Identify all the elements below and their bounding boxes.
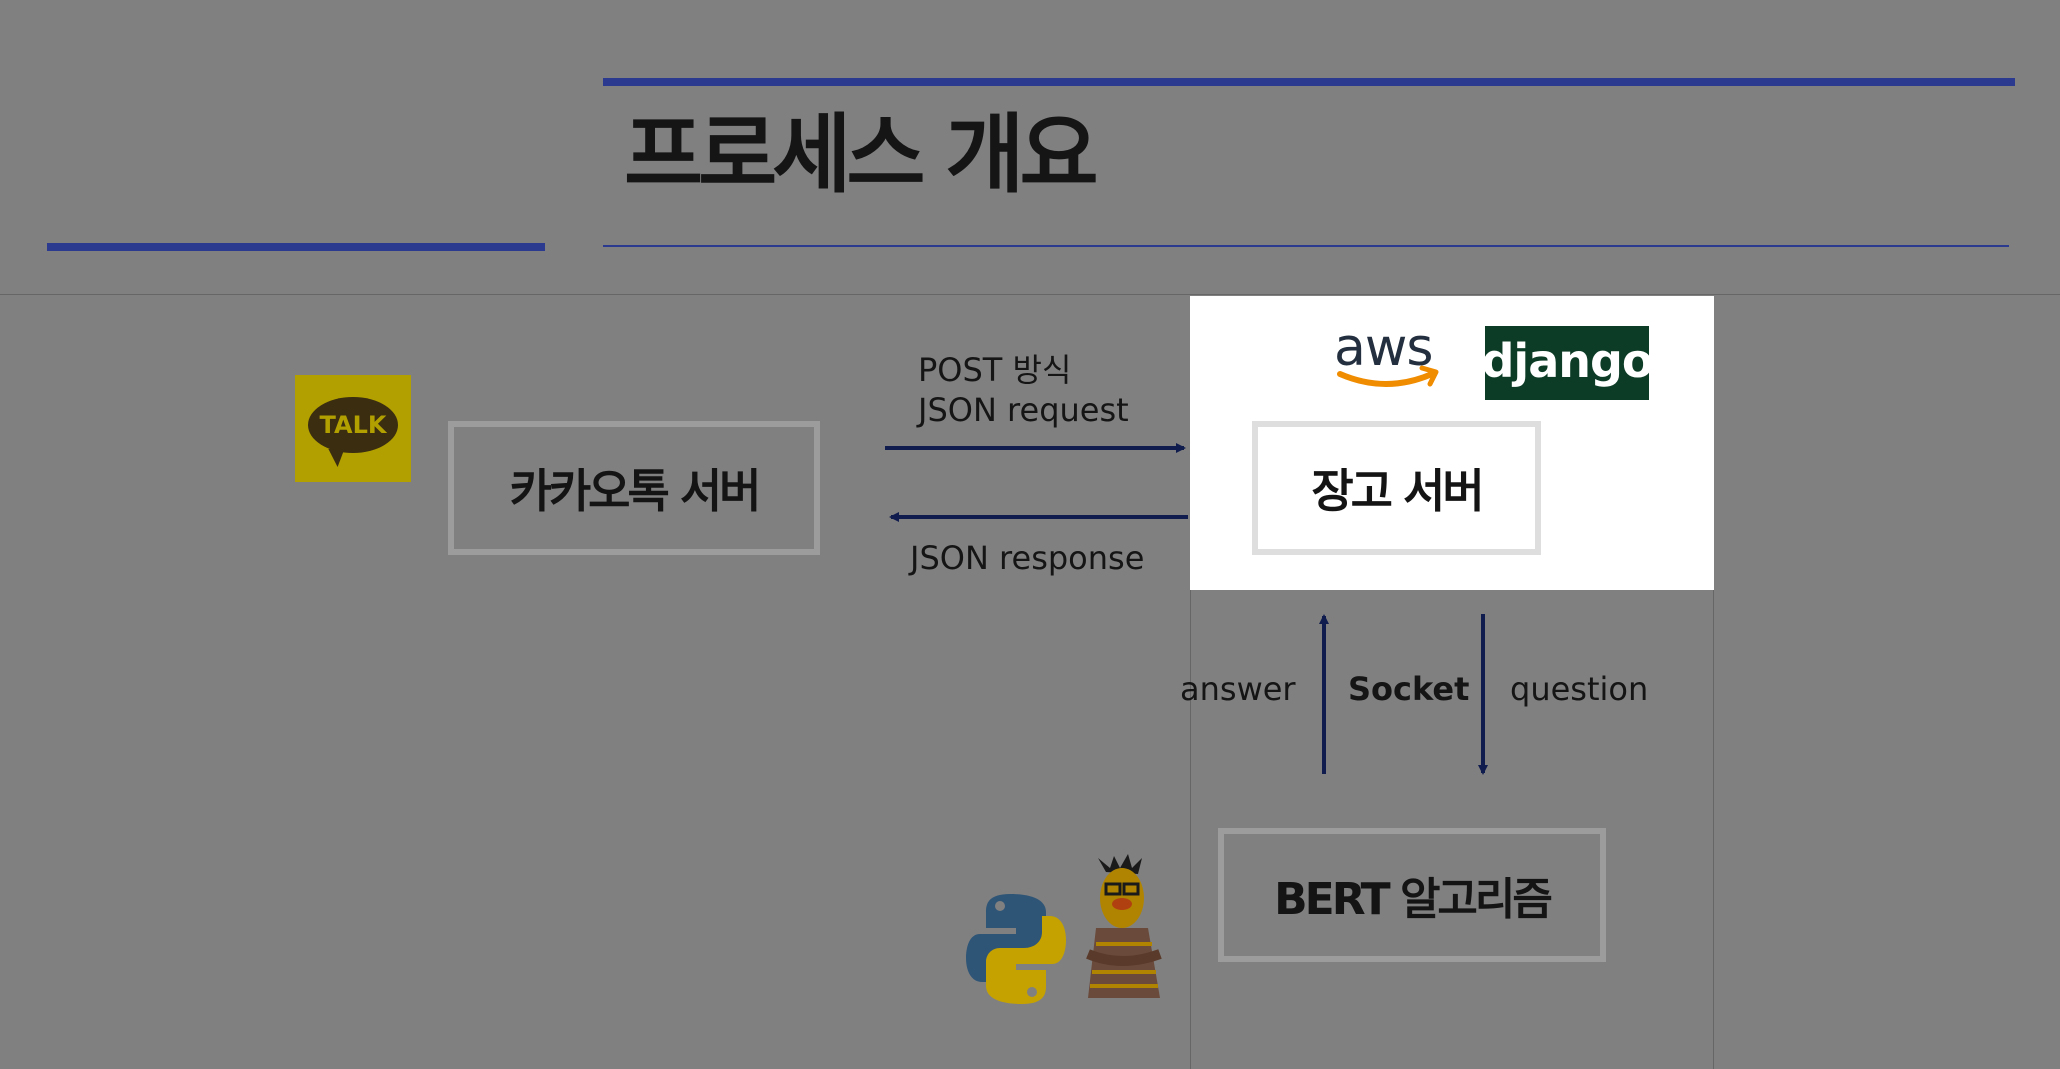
aws-logo: aws <box>1334 322 1450 396</box>
bert-algorithm-label: BERT 알고리즘 <box>1274 874 1553 925</box>
json-response-label: JSON response <box>910 539 1145 577</box>
post-label-line2: JSON request <box>918 391 1129 429</box>
answer-label: answer <box>1180 670 1296 708</box>
panel-border-right <box>1713 590 1714 1069</box>
title-underline <box>603 245 2009 247</box>
post-label-line1: POST 방식 <box>918 351 1072 389</box>
kakao-server-box: 카카오톡 서버 <box>448 421 820 555</box>
aws-smile-icon <box>1337 365 1439 387</box>
panel-border-left <box>1190 590 1191 1069</box>
django-server-box: 장고 서버 <box>1252 421 1541 555</box>
page-title: 프로세스 개요 <box>624 105 1099 205</box>
talk-bubble: TALK <box>308 396 398 453</box>
post-request-label: POST 방식 JSON request <box>918 350 1129 430</box>
django-server-label: 장고 서버 <box>1311 464 1484 518</box>
header-top-rule <box>603 78 2015 86</box>
aws-text: aws <box>1334 318 1433 378</box>
kakao-server-label: 카카오톡 서버 <box>509 464 762 518</box>
django-logo: django <box>1482 326 1654 400</box>
question-label: question <box>1510 670 1649 708</box>
django-text: django <box>1481 334 1654 388</box>
socket-label: Socket <box>1348 670 1470 708</box>
bert-character-image <box>1086 854 1162 998</box>
header-separator <box>0 294 2060 295</box>
bert-algorithm-box: BERT 알고리즘 <box>1218 828 1606 962</box>
header-left-rule <box>47 243 545 251</box>
python-logo <box>966 894 1066 1004</box>
kakaotalk-icon: TALK <box>295 375 411 482</box>
talk-text: TALK <box>319 410 387 439</box>
